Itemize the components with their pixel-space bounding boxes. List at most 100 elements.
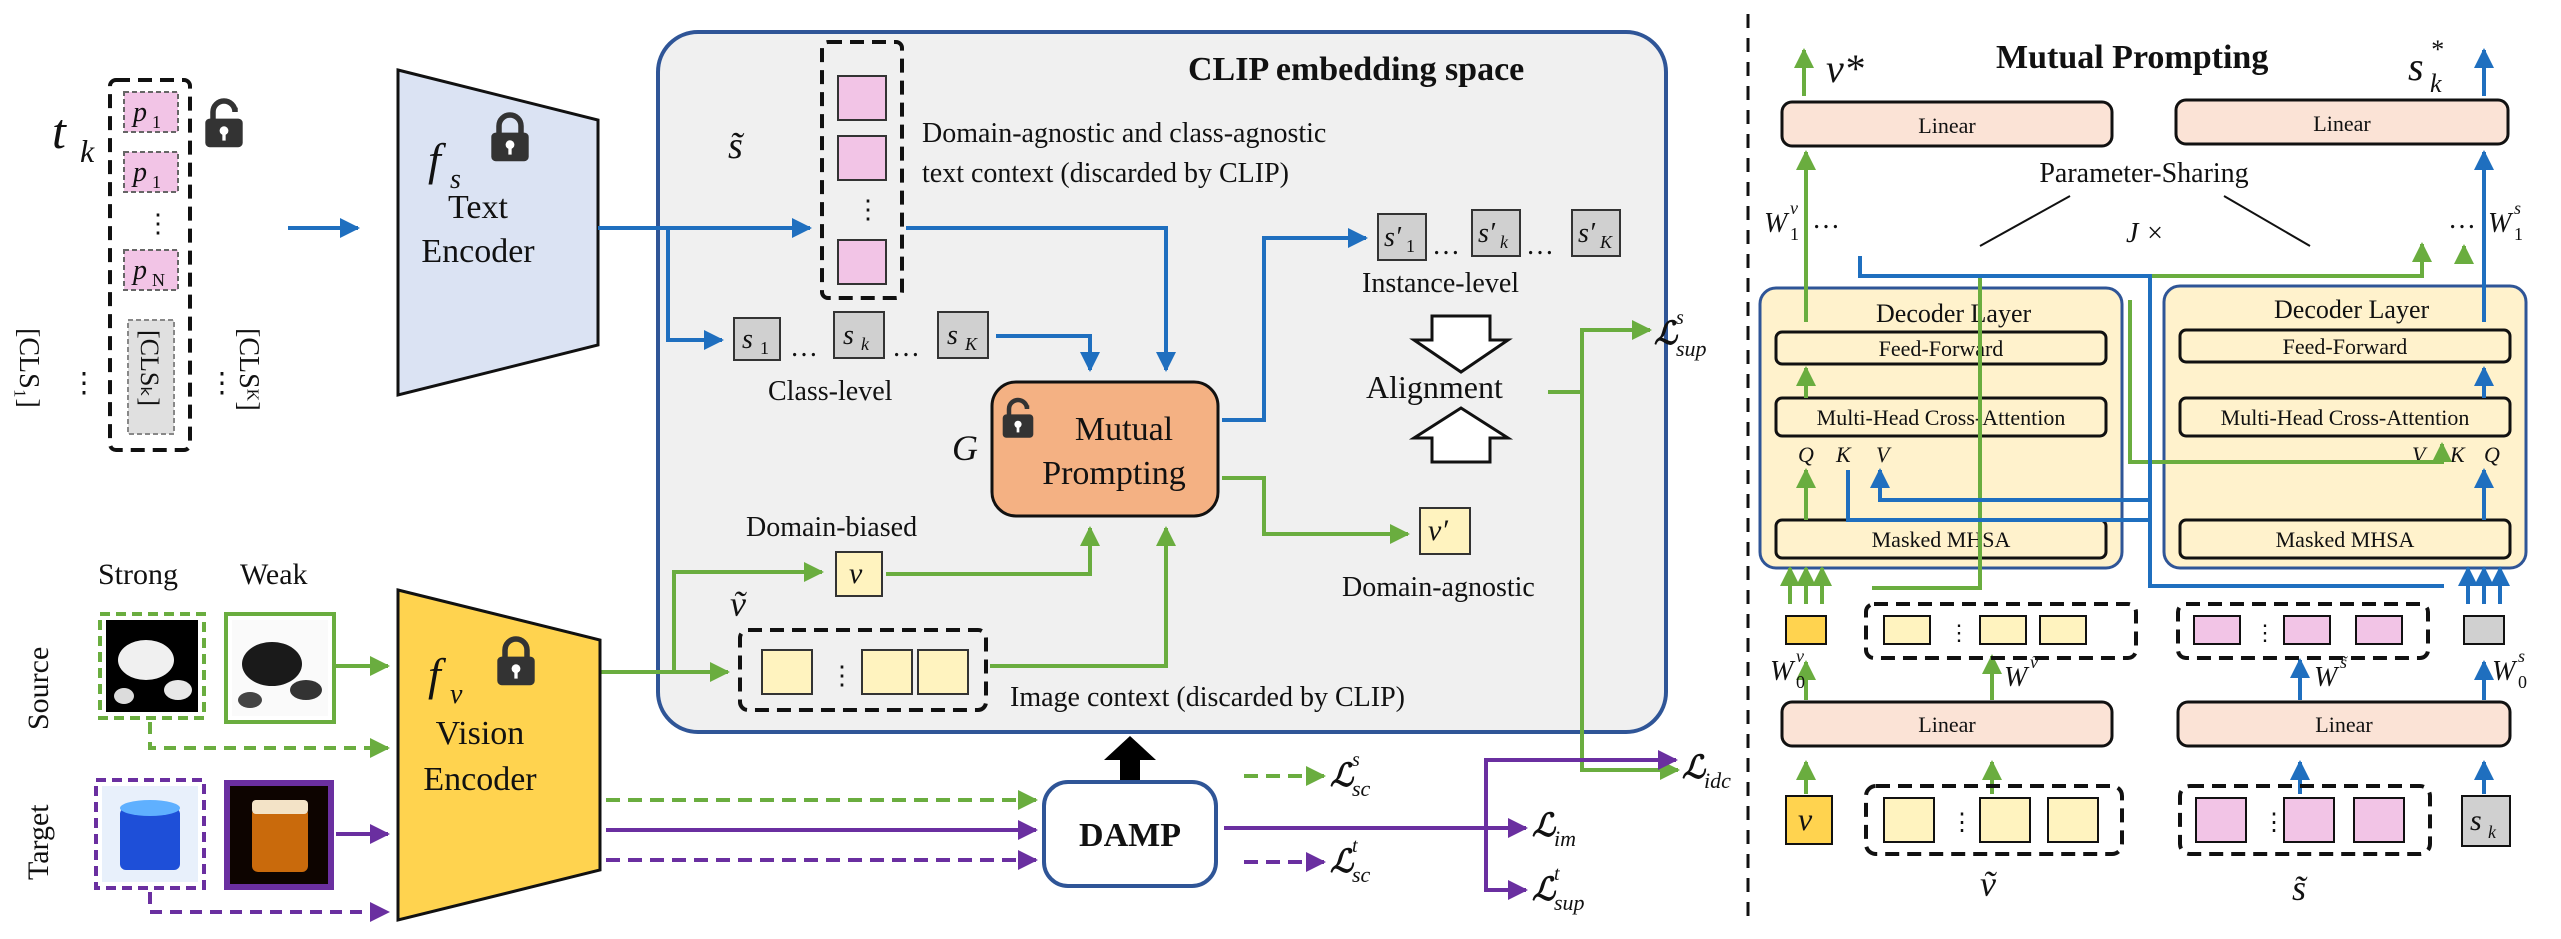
svg-text:s̃: s̃ [728, 125, 745, 167]
lock-open-icon [205, 101, 242, 147]
linear-bottom-left: Linear [1780, 700, 2114, 748]
w-vtilde-tokens: ⋮ W ṽ [1864, 602, 2138, 693]
svg-text:0: 0 [1796, 672, 1805, 692]
svg-text:v: v [450, 679, 463, 710]
cls-token-1: [CLS₁] [13, 328, 44, 408]
domain-biased-label: Domain-biased [746, 512, 917, 543]
svg-text:s: s [843, 320, 854, 351]
source-weak-image [224, 612, 336, 724]
svg-text:s: s [1676, 307, 1684, 329]
image-context-label: Image context (discarded by CLIP) [1010, 682, 1405, 713]
prompt-symbol: t [52, 103, 67, 159]
linear-top-left: Linear [1780, 100, 2114, 148]
svg-text:K: K [2449, 442, 2466, 467]
svg-text:s: s [2518, 646, 2525, 666]
w1v-label: W 1 v … [1764, 198, 1840, 244]
svg-text:K: K [1835, 442, 1852, 467]
svg-text:Masked MHSA: Masked MHSA [2276, 527, 2415, 552]
svg-text:W: W [2492, 656, 2518, 687]
image-context-tokens: ⋮ [738, 628, 988, 712]
v-token: v [835, 551, 883, 597]
svg-text:v*: v* [1826, 46, 1864, 91]
svg-text:1: 1 [760, 338, 769, 358]
svg-text:k: k [861, 334, 870, 354]
svg-text:sc: sc [1352, 776, 1371, 801]
loss-sc-t: ℒ t sc [1330, 835, 1371, 887]
svg-text:G: G [952, 428, 978, 468]
strong-label: Strong [98, 558, 178, 591]
svg-text:[CLSᴷ]: [CLSᴷ] [233, 328, 264, 411]
svg-text:v: v [1798, 801, 1813, 837]
svg-text:k: k [2488, 822, 2497, 842]
svg-text:ℒ: ℒ [1654, 315, 1679, 351]
clip-title: CLIP embedding space [1188, 51, 1524, 88]
decoder-layer-left: Decoder Layer Feed-Forward Multi-Head Cr… [1758, 286, 2124, 570]
w0s-token: W 0 s [2463, 615, 2527, 692]
w-stilde-tokens: ⋮ W s̃ [2176, 602, 2430, 693]
svg-text:Linear: Linear [2315, 712, 2373, 737]
s-tilde-stack: s̃ ⋮ [728, 40, 904, 300]
svg-text:…: … [892, 332, 920, 363]
target-weak-image [224, 780, 334, 890]
svg-text:1: 1 [152, 172, 161, 192]
source-strong-image [98, 612, 206, 720]
cls-dots-right: ⋮ [208, 368, 236, 399]
svg-text:Multi-Head Cross-Attention: Multi-Head Cross-Attention [2221, 405, 2470, 430]
svg-text:Text: Text [448, 189, 508, 226]
svg-text:s: s [1352, 749, 1360, 771]
svg-text:Encoder: Encoder [421, 233, 535, 270]
loss-sup-t: ℒ t sup [1532, 863, 1585, 915]
prompt-subscript: k [80, 133, 95, 169]
svg-text:1: 1 [1790, 224, 1799, 244]
svg-text:s: s [2470, 804, 2482, 837]
class-level-tokens: s 1 … s k … s K [733, 311, 989, 363]
svg-text:N: N [152, 270, 165, 290]
damp-label: DAMP [1079, 817, 1181, 854]
svg-text:Prompting: Prompting [1042, 455, 1186, 492]
svg-text:Decoder Layer: Decoder Layer [1876, 299, 2032, 328]
svg-text:v: v [1796, 646, 1804, 666]
svg-text:v′: v′ [1428, 514, 1448, 547]
svg-text:s′: s′ [1578, 218, 1596, 249]
decoder-layer-right: Decoder Layer Feed-Forward Multi-Head Cr… [2162, 284, 2528, 570]
damp-box [1042, 780, 1218, 888]
svg-text:1: 1 [1406, 236, 1415, 256]
svg-text:ℒ: ℒ [1330, 843, 1355, 879]
green-image-arrows [600, 320, 1680, 780]
svg-text:ℒ: ℒ [1330, 757, 1355, 793]
svg-text:…: … [1812, 204, 1840, 235]
mutual-prompting-title: Mutual Prompting [1996, 39, 2268, 76]
svg-text:W: W [2004, 662, 2030, 693]
svg-text:⋮: ⋮ [2254, 620, 2276, 645]
w0v-token: W 0 v [1770, 615, 1827, 692]
v-tilde-label: ṽ [730, 584, 747, 624]
loss-im: ℒ im [1532, 807, 1576, 851]
instance-level-label: Instance-level [1362, 268, 1519, 299]
svg-text:Mutual: Mutual [1075, 411, 1173, 448]
svg-text:[CLS₁]: [CLS₁] [13, 328, 44, 408]
text-context-line1: Domain-agnostic and class-agnostic [922, 118, 1326, 149]
damp-loss-arrows [1224, 750, 1678, 900]
svg-text:Masked MHSA: Masked MHSA [1872, 527, 2011, 552]
v-star-output: v* [1794, 46, 1864, 96]
parameter-sharing-label: Parameter-Sharing [2039, 158, 2248, 189]
alignment-label: Alignment [1366, 369, 1503, 405]
linear-top-right: Linear [2174, 98, 2510, 146]
linear-bottom-right: Linear [2176, 700, 2512, 748]
right-blue-arrows [1846, 150, 2510, 794]
svg-text:s: s [450, 164, 461, 195]
instance-level-tokens: s′ 1 … s′ k … s′ K [1377, 209, 1621, 261]
s-star-output: s k * [2408, 35, 2494, 98]
image-to-encoder-arrows [148, 656, 390, 922]
prompt-group: t k p 1 p 1 ⋮ p N [CLSₖ] [CLS₁] ⋮ ⋮ [CLS… [13, 78, 264, 452]
down-hollow-arrow [1409, 314, 1513, 374]
svg-text:V: V [1876, 442, 1892, 467]
svg-text:s̃: s̃ [2292, 868, 2308, 908]
bottom-stilde-tokens: ⋮ s̃ [2178, 784, 2432, 908]
svg-text:Q: Q [2484, 442, 2500, 467]
svg-text:…: … [1432, 230, 1460, 261]
svg-text:⋮: ⋮ [2262, 810, 2286, 836]
source-label: Source [22, 647, 55, 730]
j-times-label: J × [2126, 218, 2164, 249]
